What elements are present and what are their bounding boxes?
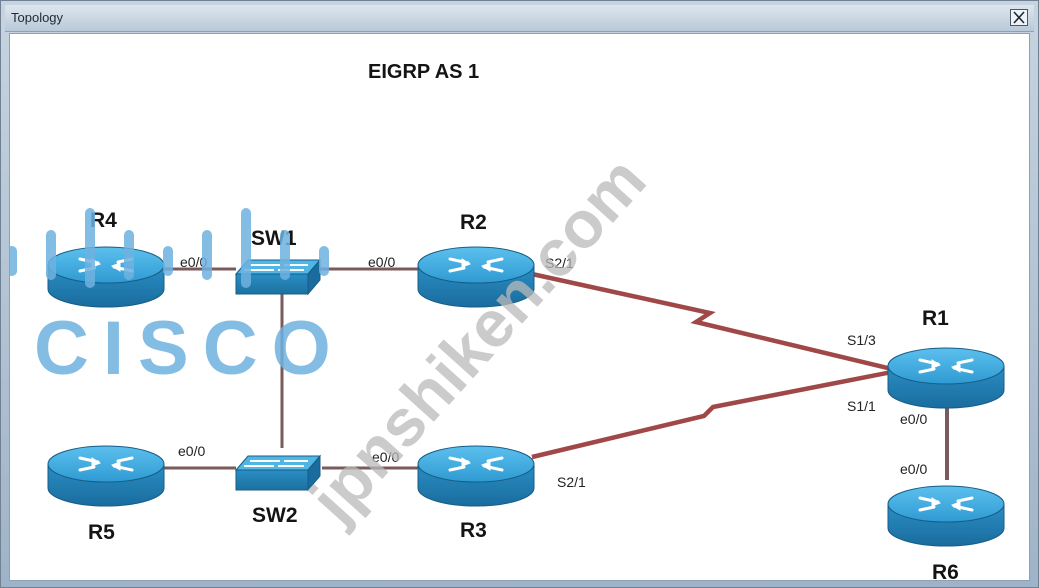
close-icon[interactable] xyxy=(1010,9,1028,26)
diagram-heading: EIGRP AS 1 xyxy=(368,61,479,83)
label-sw2: SW2 xyxy=(252,504,298,527)
iface-r2-s21: S2/1 xyxy=(545,255,574,271)
cisco-logo-text: CISCO xyxy=(34,306,345,391)
router-r4[interactable] xyxy=(46,245,166,309)
label-r4: R4 xyxy=(90,209,117,232)
label-r6: R6 xyxy=(932,561,959,581)
topology-diagram: EIGRP AS 1 R4 SW1 R2 R1 R5 SW2 R3 R6 e0/… xyxy=(10,61,1006,581)
window-titlebar: Topology xyxy=(5,5,1034,32)
label-r1: R1 xyxy=(922,307,949,330)
iface-r6-e00: e0/0 xyxy=(900,461,927,477)
iface-r5-e00: e0/0 xyxy=(178,443,205,459)
topology-canvas: EIGRP AS 1 R4 SW1 R2 R1 R5 SW2 R3 R6 e0/… xyxy=(9,33,1030,581)
iface-r2-e00: e0/0 xyxy=(368,254,395,270)
label-r5: R5 xyxy=(88,521,115,544)
serial-links xyxy=(531,271,893,460)
ethernet-links xyxy=(162,267,949,480)
router-r1[interactable] xyxy=(886,346,1006,410)
window-title: Topology xyxy=(11,10,64,25)
link-r2-r1 xyxy=(531,271,893,372)
iface-r3-s21: S2/1 xyxy=(557,474,586,490)
iface-r1-s11: S1/1 xyxy=(847,398,876,414)
router-r6[interactable] xyxy=(886,484,1006,548)
iface-r1-s13: S1/3 xyxy=(847,332,876,348)
iface-r1-e00: e0/0 xyxy=(900,411,927,427)
link-r3-r1 xyxy=(531,369,893,460)
router-r3[interactable] xyxy=(416,444,536,508)
iface-r3-e00: e0/0 xyxy=(372,449,399,465)
label-r3: R3 xyxy=(460,519,487,542)
cisco-logo-bars xyxy=(10,208,329,288)
iface-r4-e00: e0/0 xyxy=(180,254,207,270)
router-r5[interactable] xyxy=(46,444,166,508)
label-r2: R2 xyxy=(460,211,487,234)
cisco-logo: CISCO xyxy=(10,208,345,391)
